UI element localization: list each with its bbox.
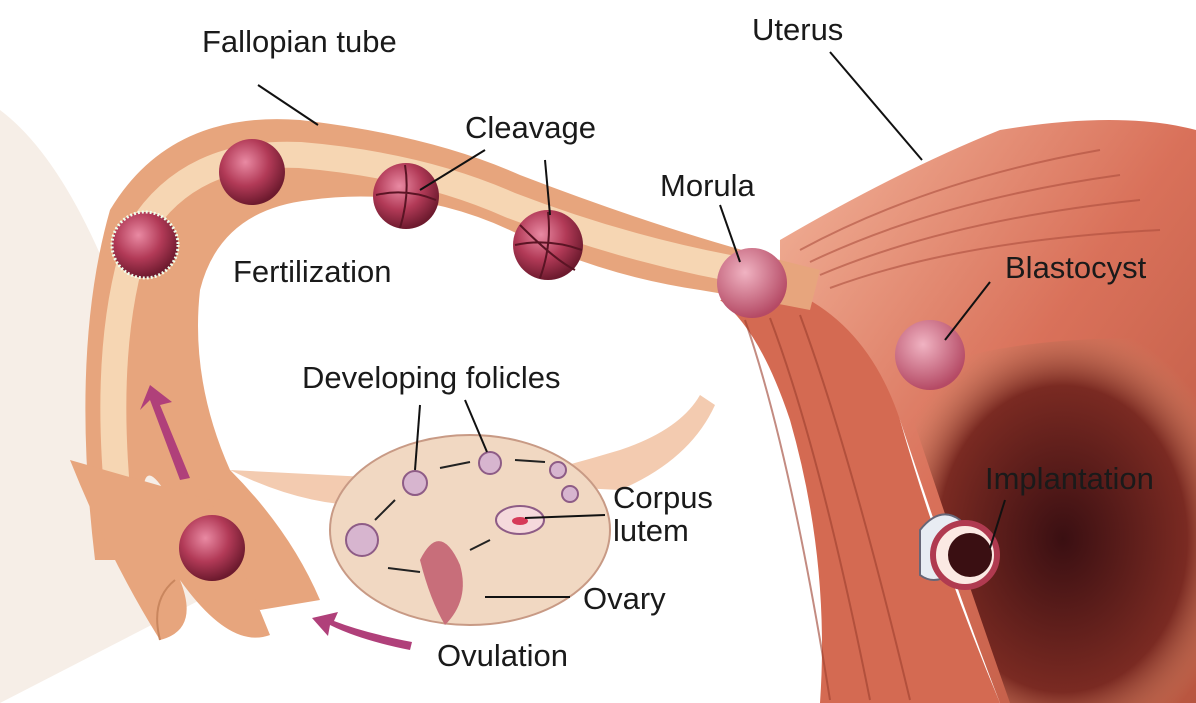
label-developing-folicles: Developing folicles: [302, 360, 560, 395]
label-blastocyst: Blastocyst: [1005, 250, 1147, 285]
label-lutem: lutem: [613, 513, 689, 548]
label-corpus: Corpus: [613, 480, 713, 515]
label-fallopian-tube: Fallopian tube: [202, 24, 397, 59]
label-uterus: Uterus: [752, 12, 843, 47]
label-ovulation: Ovulation: [437, 638, 568, 673]
label-ovary: Ovary: [583, 581, 666, 616]
label-implantation: Implantation: [985, 461, 1154, 496]
label-fertilization: Fertilization: [233, 254, 392, 289]
label-cleavage: Cleavage: [465, 110, 596, 145]
movement-arrow-left: [312, 612, 412, 650]
label-morula: Morula: [660, 168, 756, 203]
